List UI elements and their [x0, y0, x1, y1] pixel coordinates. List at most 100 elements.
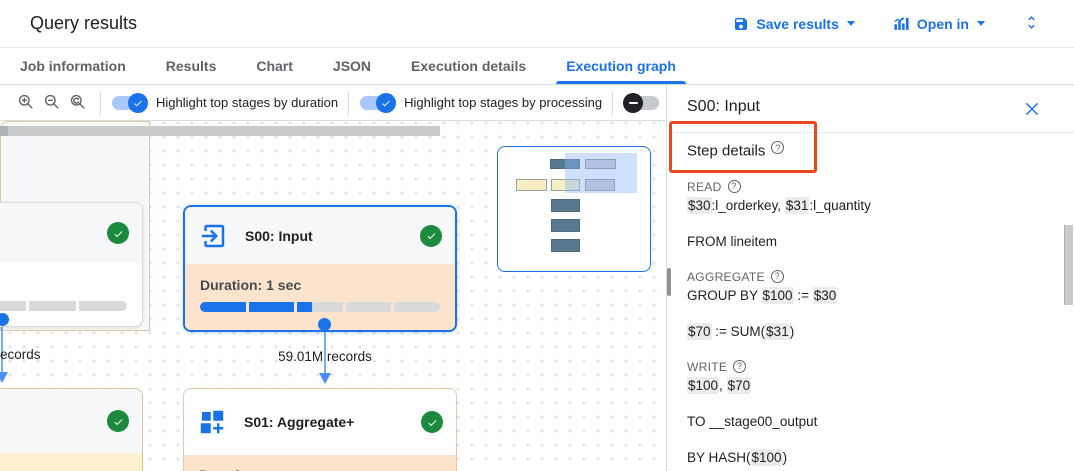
node-s01-aggregate[interactable]: S01: Aggregate+ Duration: [183, 388, 457, 471]
aggregate-icon [197, 407, 227, 437]
node-duration-section: Duration: [184, 455, 456, 471]
minus-icon [628, 101, 638, 104]
step-details-panel: S00: Input Step details? READ?$30:l_orde… [666, 85, 1074, 471]
processing-toggle-label: Highlight top stages by processing [404, 95, 603, 110]
zoom-in-icon [16, 92, 35, 114]
node-processing-section [0, 453, 142, 471]
header: Query results Save results Open in [0, 0, 1074, 48]
panel-scrollbar-thumb[interactable] [1064, 225, 1073, 305]
help-icon[interactable]: ? [770, 269, 784, 283]
zoom-reset-icon [68, 92, 87, 114]
duration-toggle-label: Highlight top stages by duration [156, 95, 339, 110]
node-header [0, 389, 142, 453]
step-detail-value: $100, $70 [687, 377, 752, 394]
step-detail-value: $70 := SUM($31) [687, 323, 795, 340]
arrow-down-icon [319, 373, 331, 384]
step-detail-label: WRITE? [687, 358, 1046, 376]
open-in-label: Open in [916, 15, 969, 32]
node-header: S01: Aggregate+ [184, 389, 456, 455]
unfold-more-icon [1023, 14, 1040, 34]
horizontal-scrollbar-thumb[interactable] [0, 126, 440, 136]
bar-chart-icon [893, 15, 910, 32]
step-details-title: Step details? [687, 141, 785, 160]
node-left-partial[interactable] [0, 202, 143, 327]
tab-job-information[interactable]: Job information [20, 58, 126, 74]
minimap-node [516, 179, 547, 191]
node-left-bottom-partial[interactable] [0, 388, 143, 471]
minimap-node [551, 219, 580, 232]
step-detail-block: WRITE?$100, $70 [687, 358, 1046, 396]
collapse-expand-button[interactable] [1023, 14, 1040, 34]
dark-toggle-switch[interactable] [623, 92, 660, 113]
duration-toggle-switch[interactable] [111, 92, 148, 113]
step-detail-block: FROM lineitem [687, 232, 1046, 252]
node-s00-input[interactable]: S00: Input Duration: 1 sec [183, 205, 457, 332]
zoom-out-button[interactable] [38, 90, 64, 116]
open-in-button[interactable]: Open in [893, 15, 985, 32]
toggle-top-stages-duration: Highlight top stages by duration [111, 92, 339, 113]
processing-toggle-switch[interactable] [359, 92, 397, 113]
success-check-icon [107, 222, 129, 244]
node-header: S00: Input [185, 207, 455, 264]
arrow-down-icon [0, 372, 8, 383]
toolbar-divider [348, 90, 350, 115]
close-icon[interactable] [1023, 100, 1041, 118]
step-detail-value: TO __stage00_output [687, 414, 818, 429]
caret-down-icon [977, 21, 985, 26]
execution-graph-area: Highlight top stages by duration Highlig… [0, 85, 666, 471]
help-icon[interactable]: ? [771, 141, 785, 154]
save-results-label: Save results [756, 15, 839, 32]
step-detail-label: READ? [687, 178, 1046, 196]
minimap-node [551, 239, 580, 252]
panel-divider [667, 132, 1074, 133]
minimap[interactable] [497, 146, 651, 272]
minimap-node [550, 159, 580, 169]
duration-label-fragment: Duration: [199, 467, 441, 471]
node-title: S00: Input [245, 227, 313, 244]
step-detail-block: AGGREGATE?GROUP BY $100 := $30 [687, 268, 1046, 306]
success-check-icon [107, 410, 129, 432]
panel-title: S00: Input [687, 98, 760, 115]
zoom-in-button[interactable] [12, 90, 38, 116]
toolbar-divider [100, 90, 101, 115]
step-detail-block: READ?$30:l_orderkey, $31:l_quantity [687, 178, 1046, 216]
minimap-node [551, 199, 580, 212]
node-header [0, 203, 142, 263]
execution-graph-canvas[interactable]: S00: Input Duration: 1 sec ecords 59.01M… [0, 121, 666, 471]
step-detail-value: $30:l_orderkey, $31:l_quantity [687, 197, 871, 214]
minimap-node [585, 159, 616, 169]
zoom-reset-button[interactable] [64, 90, 90, 116]
tab-chart[interactable]: Chart [256, 58, 293, 74]
page-title: Query results [30, 13, 138, 33]
step-detail-block: TO __stage00_output [687, 412, 1046, 432]
help-icon[interactable]: ? [727, 179, 741, 193]
scrollbar-corner [0, 126, 8, 136]
minimap-node [551, 179, 580, 191]
tab-execution-graph[interactable]: Execution graph [546, 48, 696, 84]
input-icon [198, 221, 228, 251]
tab-results[interactable]: Results [165, 58, 217, 74]
step-detail-block: $70 := SUM($31) [687, 322, 1046, 342]
edge-records-label: 59.01M records [278, 349, 372, 364]
tab-json[interactable]: JSON [332, 58, 372, 74]
edge-connector-dot [318, 318, 331, 331]
step-detail-block: BY HASH($100) [687, 448, 1046, 468]
node-title: S01: Aggregate+ [244, 414, 355, 430]
save-icon [733, 16, 749, 32]
edge-line [1, 326, 3, 372]
graph-toolbar: Highlight top stages by duration Highlig… [0, 85, 666, 121]
tab-bar: Job information Results Chart JSON Execution… [0, 48, 1074, 85]
help-icon[interactable]: ? [733, 359, 747, 373]
step-detail-label: AGGREGATE? [687, 268, 1046, 286]
duration-progress-bar [200, 302, 440, 312]
success-check-icon [420, 224, 442, 247]
minimap-viewport[interactable] [565, 153, 637, 193]
duration-label: Duration: 1 sec [200, 277, 302, 293]
zoom-out-icon [42, 92, 61, 114]
step-detail-value: GROUP BY $100 := $30 [687, 287, 838, 304]
panel-left-scrollbar-thumb[interactable] [667, 268, 671, 296]
minimap-node [585, 179, 615, 191]
tab-execution-details[interactable]: Execution details [411, 58, 527, 74]
save-results-button[interactable]: Save results [733, 16, 855, 32]
